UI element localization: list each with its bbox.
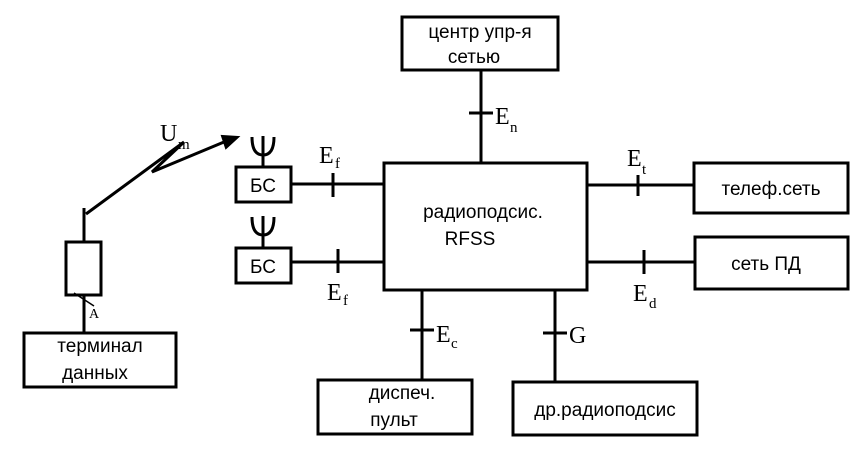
et-link: E t — [587, 146, 694, 196]
data-network-label: сеть ПД — [731, 254, 801, 275]
terminal-label-line1: терминал — [57, 336, 142, 357]
ec-label: E — [436, 322, 451, 348]
et-label: E — [627, 146, 642, 172]
dispatcher-label-line1: диспеч. — [369, 383, 436, 404]
um-radio-link: U m — [85, 121, 241, 216]
rfss-label-line2: RFSS — [445, 229, 496, 250]
en-link: E n — [469, 70, 518, 163]
ef-top-subscript: f — [335, 156, 340, 172]
other-rfss-label: др.радиоподсис — [534, 400, 675, 421]
um-label: U — [160, 121, 177, 147]
g-label: G — [569, 323, 586, 349]
phone-network-label: телеф.сеть — [721, 179, 820, 200]
ef-bottom-subscript: f — [343, 293, 348, 309]
antenna-bottom-icon — [250, 216, 276, 248]
en-label: E — [495, 104, 510, 130]
bs-bottom-block: БС — [234, 216, 293, 285]
ec-subscript: c — [451, 336, 458, 352]
terminal-block: терминал данных — [22, 331, 178, 389]
ed-link: E d — [587, 250, 695, 312]
arrow-head-icon — [220, 134, 241, 150]
ed-subscript: d — [649, 296, 657, 312]
ec-link: E c — [410, 290, 458, 380]
bs-bottom-label: БС — [250, 257, 276, 278]
ef-bottom-link: E f — [291, 249, 384, 309]
network-center-label-line2: сетью — [448, 47, 500, 68]
ef-bottom-label: E — [327, 280, 342, 306]
rfss-label-line1: радиоподсис. — [423, 202, 543, 223]
terminal-label-line2: данных — [62, 363, 128, 384]
data-network-block: сеть ПД — [693, 235, 850, 291]
ed-label: E — [633, 281, 648, 307]
radio-unit: A — [64, 208, 103, 333]
um-subscript: m — [178, 137, 190, 153]
bs-top-label: БС — [250, 176, 276, 197]
network-center-block: центр упр-я сетью — [400, 15, 560, 72]
antenna-top-icon — [250, 136, 276, 167]
et-subscript: t — [642, 162, 647, 178]
g-link: G — [543, 290, 586, 382]
network-center-label-line1: центр упр-я — [428, 22, 531, 43]
other-rfss-block: др.радиоподсис — [511, 380, 699, 437]
rfss-block: радиоподсис. RFSS — [382, 161, 589, 292]
a-label: A — [89, 307, 100, 322]
ef-top-label: E — [319, 143, 334, 169]
dispatcher-label-line2: пульт — [370, 410, 418, 431]
ef-top-link: E f — [291, 143, 384, 197]
phone-network-block: телеф.сеть — [692, 161, 850, 215]
dispatcher-block: диспеч. пульт — [316, 378, 474, 436]
bs-top-block: БС — [234, 136, 293, 204]
en-subscript: n — [510, 120, 518, 136]
